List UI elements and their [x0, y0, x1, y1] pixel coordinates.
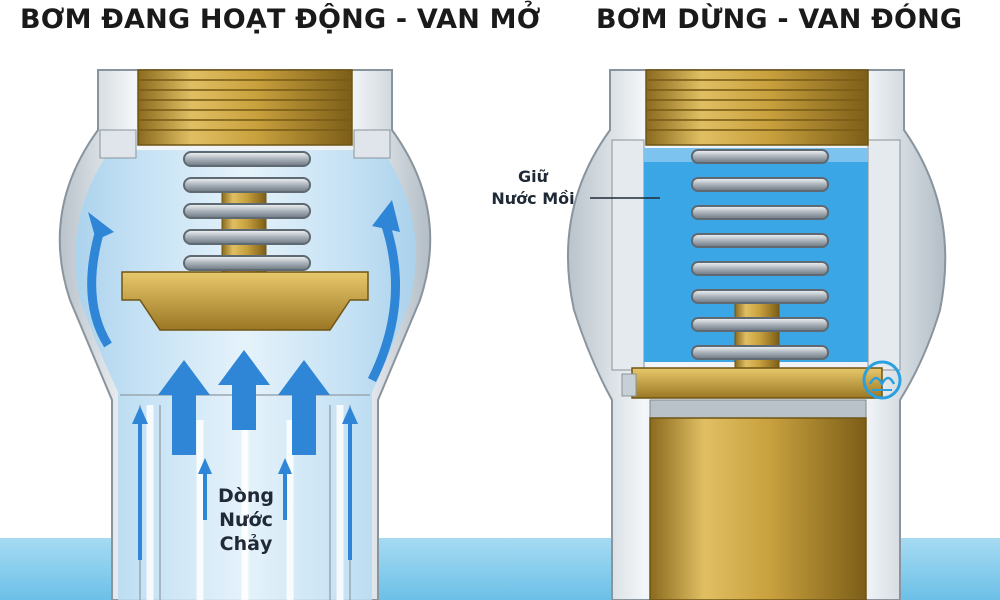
- valve-open: [58, 69, 432, 600]
- wave-logo-icon: [862, 360, 902, 400]
- label-prime-water-line-1: Giữ: [517, 167, 548, 186]
- label-water-flow-line-2: Nước: [219, 509, 273, 531]
- label-water-flow-line-3: Chảy: [219, 533, 273, 555]
- label-prime-water-line-2: Nước Mồi: [491, 189, 575, 208]
- title-pump-stopped: BƠM DỪNG - VAN ĐÓNG: [596, 4, 963, 35]
- flow-arrows-thin: [138, 420, 352, 560]
- flow-arrows-up: [158, 350, 330, 455]
- flow-arrow-left-curve: [87, 228, 112, 348]
- valve-closed-spring: [691, 149, 829, 360]
- valve-open-disc: [121, 271, 369, 331]
- title-pump-running: BƠM ĐANG HOẠT ĐỘNG - VAN MỞ: [20, 4, 541, 35]
- valve-open-strainer: [146, 405, 344, 600]
- valve-open-thread: [137, 69, 353, 146]
- valve-closed: [566, 69, 947, 600]
- valve-closed-thread: [645, 69, 869, 146]
- valve-open-spring: [183, 151, 311, 271]
- label-prime-water: Giữ Nước Mồi: [478, 166, 588, 210]
- valve-closed-disc: [631, 367, 883, 399]
- label-water-flow: Dòng Nước Chảy: [196, 484, 296, 556]
- flow-arrow-right-curve: [367, 218, 401, 383]
- valve-closed-barrel: [649, 417, 867, 600]
- label-water-flow-line-1: Dòng: [218, 485, 274, 507]
